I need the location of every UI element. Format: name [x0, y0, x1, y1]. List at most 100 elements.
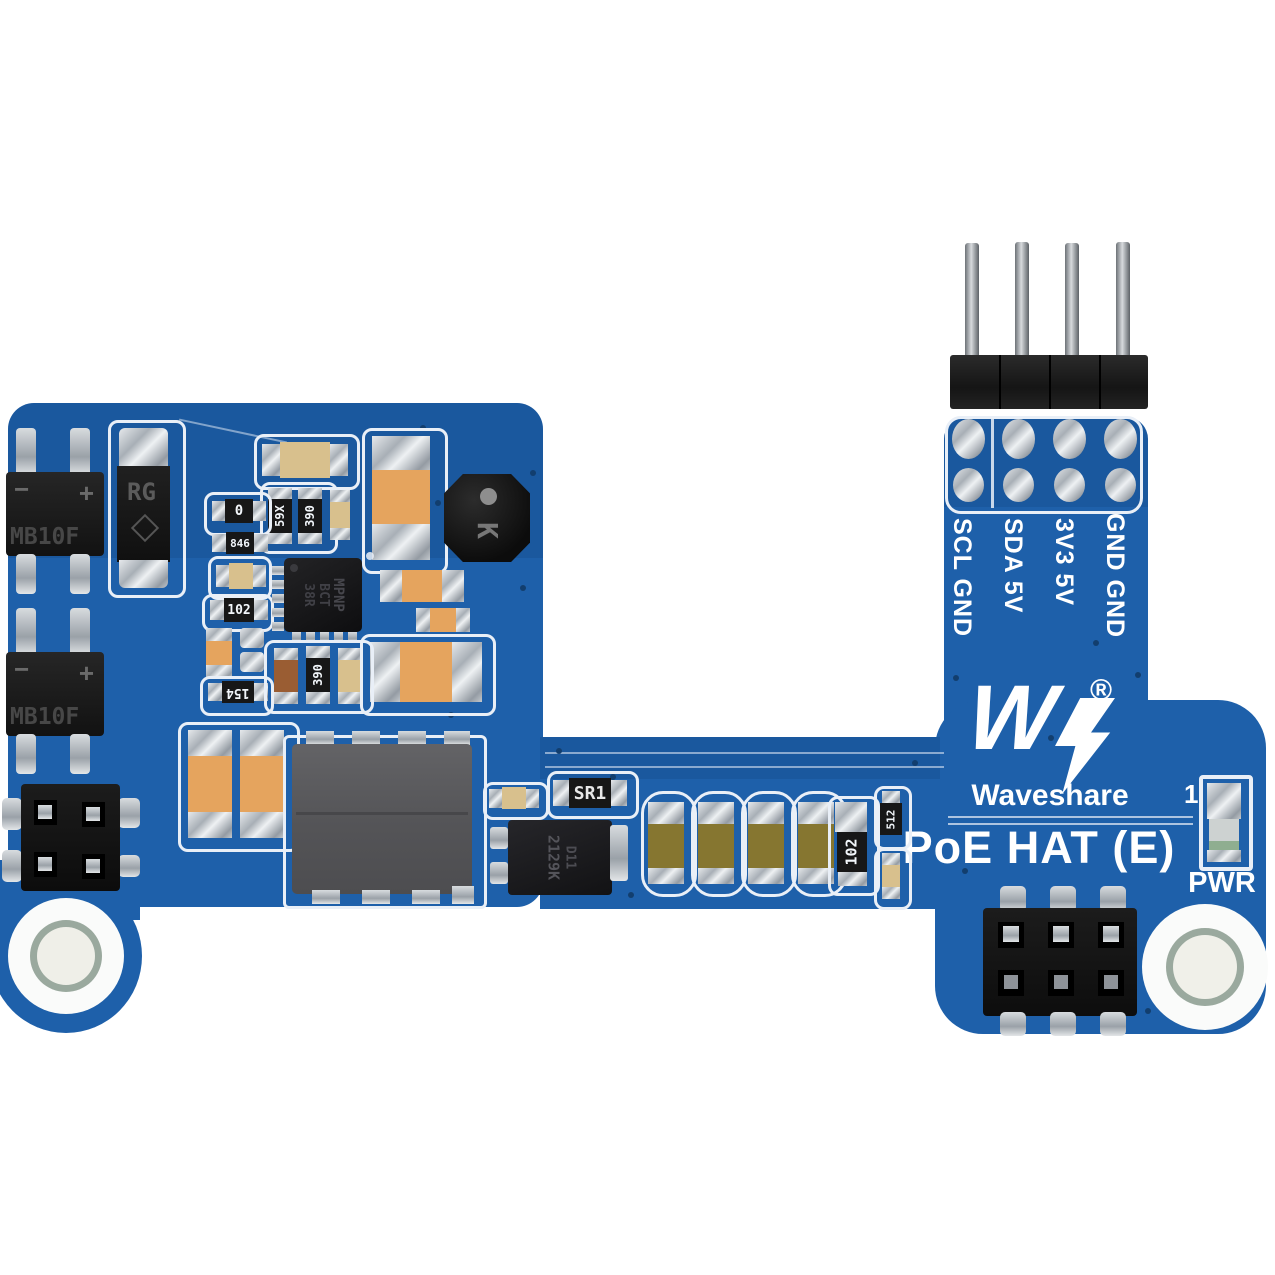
- led-pin1-label: 1: [1184, 779, 1199, 809]
- solder-stub: [1000, 1012, 1026, 1036]
- polarity-plus: +: [78, 478, 94, 508]
- ic-marking-line2: BCT: [315, 583, 331, 607]
- cap-end: [330, 490, 350, 502]
- cap-end: [240, 730, 284, 756]
- socket-contact-dim: [1104, 975, 1118, 989]
- ic-pin1-dot: [290, 564, 298, 572]
- resistor-390-mid: 390: [306, 658, 330, 692]
- inductor-marking: K: [470, 522, 504, 539]
- shunt-resistor: SR1: [569, 778, 611, 808]
- res-102-right-marking: 102: [843, 838, 861, 866]
- diode-pad-bottom: [119, 560, 168, 588]
- pin-label-gnd-gnd: GND GND: [1101, 513, 1129, 639]
- header-pin-2: [1015, 242, 1029, 359]
- resistor-390-top: 390: [298, 499, 322, 533]
- component-leg: [16, 608, 36, 656]
- capacitor-orange-large: [188, 756, 232, 812]
- res-end: [210, 600, 224, 620]
- solder-pad: [1105, 468, 1136, 502]
- solder-pad: [1002, 419, 1035, 459]
- ic-pin: [320, 632, 329, 643]
- power-inductor: K: [444, 474, 530, 562]
- mounting-hole-right-bore: [1173, 935, 1237, 999]
- res-zero-marking: 0: [234, 503, 244, 519]
- cap-end: [372, 436, 430, 472]
- trace-line: [545, 752, 944, 754]
- pin-label-3v3-5v: 3V3 5V: [1050, 518, 1078, 607]
- led-outline: [1199, 775, 1253, 871]
- pin-label-sda-5v: SDA 5V: [999, 518, 1027, 614]
- solder-stub: [1050, 886, 1076, 912]
- res-end: [838, 872, 867, 886]
- res-end: [553, 780, 569, 806]
- capacitor-tan: [502, 787, 526, 809]
- brand-name: Waveshare: [971, 779, 1129, 812]
- via: [962, 868, 968, 874]
- bridge2-marking: MB10F: [10, 704, 80, 730]
- cap-end: [274, 692, 298, 704]
- via: [1145, 1008, 1151, 1014]
- solder-stub: [1000, 886, 1026, 912]
- transformer-pin: [306, 731, 334, 745]
- cap-end: [206, 665, 232, 678]
- diode-marking: RG: [127, 478, 156, 506]
- res-outline: [200, 676, 274, 716]
- mounting-hole-left-bore: [37, 927, 95, 985]
- resistor-zero: 0: [225, 499, 253, 523]
- solder-tab: [118, 798, 140, 828]
- pwr-led-green-strip: [1209, 841, 1239, 850]
- cap-end: [206, 628, 232, 641]
- ic-pin: [272, 580, 284, 589]
- cap-end: [882, 853, 900, 865]
- pwr-led-body: [1209, 819, 1239, 843]
- res-512-marking: 512: [884, 809, 898, 829]
- component-leg: [70, 734, 90, 774]
- cap-end: [456, 608, 470, 632]
- capacitor-tan: [280, 442, 330, 478]
- component-leg: [16, 554, 36, 594]
- via: [610, 774, 616, 780]
- cap-end: [526, 789, 539, 808]
- cap-end: [416, 608, 430, 632]
- solder-stub: [1100, 886, 1126, 912]
- capacitor-tan-small: [330, 502, 350, 528]
- header-pin-1: [965, 243, 979, 359]
- ic-pin: [348, 632, 357, 643]
- header-pin-4: [1116, 242, 1130, 359]
- cap-outline: [874, 848, 912, 910]
- capacitor-orange-small: [206, 641, 232, 665]
- trace-line: [948, 816, 1193, 818]
- bridge-symbol-icon: [130, 513, 160, 543]
- cap-end: [452, 642, 482, 702]
- pin-label-scl-gnd: SCL GND: [948, 518, 976, 638]
- cap-end: [798, 802, 834, 824]
- capacitor-metal: [240, 652, 264, 672]
- cap-end: [216, 565, 229, 587]
- capacitor-tan: [882, 865, 900, 887]
- socket-contact: [1003, 926, 1019, 942]
- res-end: [254, 534, 268, 552]
- resistor-59x: 59X: [268, 499, 292, 533]
- socket-contact: [1053, 926, 1069, 942]
- bridge-rectifier-2: − + MB10F: [6, 652, 104, 736]
- ic-pin: [272, 566, 284, 575]
- res-end: [212, 501, 225, 521]
- trace-line: [545, 766, 944, 768]
- ic-marking-line3: 38R: [301, 583, 317, 607]
- component-leg: [16, 734, 36, 774]
- regulator-tab: [610, 825, 628, 881]
- solder-tab: [2, 850, 22, 882]
- cap-end: [188, 730, 232, 756]
- socket-contact: [1103, 926, 1119, 942]
- transformer: [292, 744, 472, 894]
- shunt-outline: [547, 771, 639, 819]
- waveshare-logo-icon: W: [962, 667, 1061, 769]
- ic-pin: [272, 622, 284, 631]
- shunt-marking: SR1: [573, 782, 607, 804]
- cap-end: [253, 565, 266, 587]
- component-leg: [70, 608, 90, 656]
- ic-pin: [272, 594, 284, 603]
- res-846-marking: 846: [230, 536, 250, 550]
- cap-end: [882, 887, 900, 899]
